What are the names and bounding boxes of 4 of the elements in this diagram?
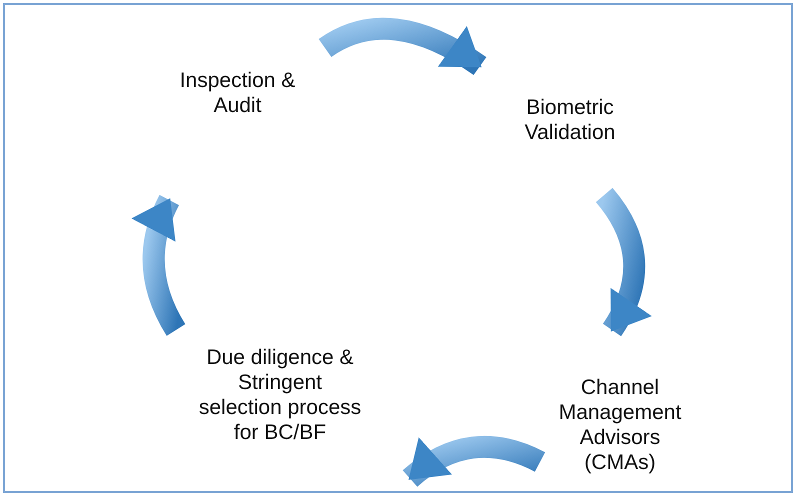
step-label: Due diligence & Stringent selection process for BC/BF xyxy=(198,345,362,446)
step-label: Inspection & Audit xyxy=(178,68,296,119)
step-label: Channel Management Advisors (CMAs) xyxy=(558,375,682,476)
step-label: Biometric Validation xyxy=(524,95,616,146)
